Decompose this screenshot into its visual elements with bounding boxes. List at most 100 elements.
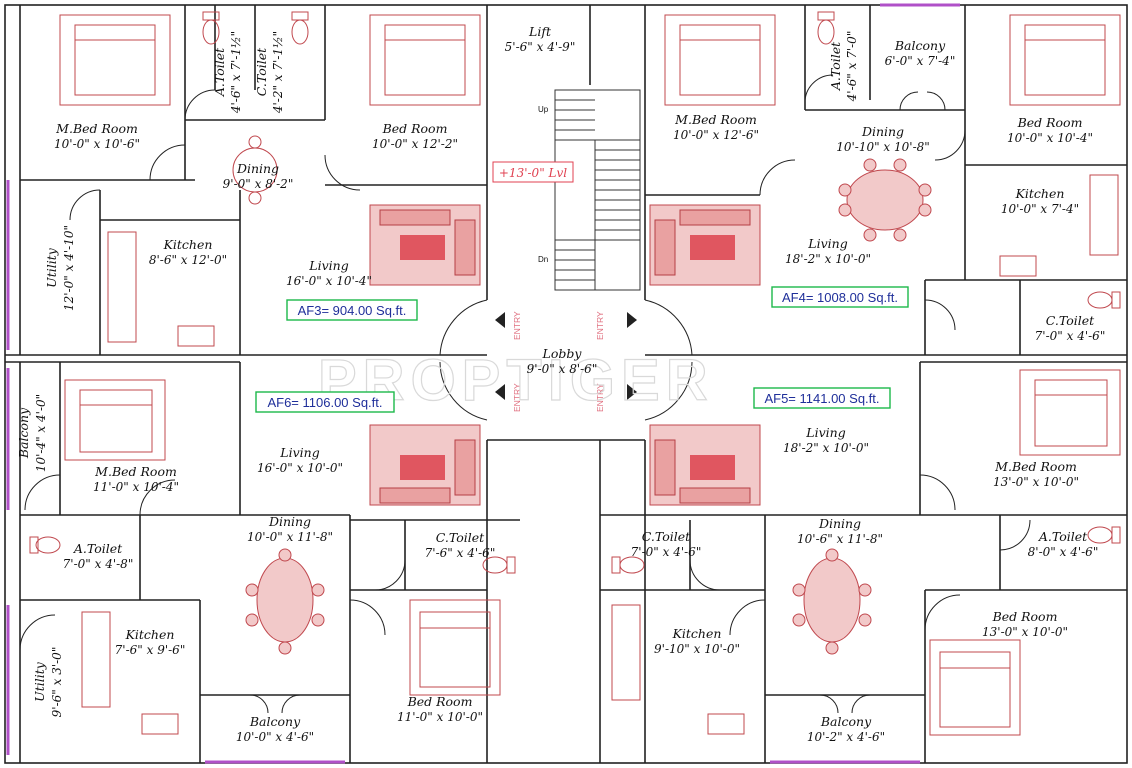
entry-arrow-icon (627, 384, 637, 400)
entry-arrow-icon (495, 312, 505, 328)
room-dimension: 10'-0" x 10'-6" (54, 137, 140, 151)
toilet-icon (817, 11, 835, 45)
stove-icon (707, 713, 745, 735)
area-labels: AF3= 904.00 Sq.ft. AF4= 1008.00 Sq.ft. A… (255, 286, 909, 413)
entry-label: ENTRY (512, 383, 522, 412)
bed-icon (409, 599, 501, 696)
room-dimension: 4'-2" x 7'-1½" (271, 31, 285, 114)
room-dimension: 13'-0" x 10'-0" (982, 625, 1068, 639)
toilet-icon (1087, 291, 1121, 309)
room-name: Kitchen (1015, 186, 1065, 201)
room-name: Dining (861, 124, 904, 139)
room-name: Living (807, 236, 847, 251)
area-af6: AF6= 1106.00 Sq.ft. (267, 395, 382, 410)
room-name: Bed Room (382, 121, 448, 136)
room-dimension: 9'-0" x 8'-6" (527, 362, 598, 376)
room-name: Bed Room (992, 609, 1058, 624)
dining-table-icon (245, 548, 325, 655)
room-dimension: 10'-0" x 10'-4" (1007, 131, 1093, 145)
room-name: C.Toilet (436, 530, 485, 545)
room-dimension: 4'-6" x 7'-1½" (229, 31, 243, 114)
room-name: Utility (32, 661, 47, 702)
room-dimension: 7'-6" x 9'-6" (115, 643, 186, 657)
room-dimension: 5'-6" x 4'-9" (505, 40, 576, 54)
room-dimension: 10'-0" x 4'-6" (236, 730, 314, 744)
entry-arrow-icon (627, 312, 637, 328)
room-name: C.Toilet (642, 529, 691, 544)
bed-icon (59, 14, 171, 106)
room-name: Kitchen (163, 237, 213, 252)
room-dimension: 9'-10" x 10'-0" (654, 642, 740, 656)
sofa-icon (369, 204, 481, 286)
room-name: M.Bed Room (55, 121, 138, 136)
room-name: Dining (268, 514, 311, 529)
room-dimension: 12'-0" x 4'-10" (62, 225, 76, 311)
room-name: Bed Room (1017, 115, 1083, 130)
room-name: C.Toilet (254, 47, 269, 96)
room-dimension: 13'-0" x 10'-0" (993, 475, 1079, 489)
room-dimension: 18'-2" x 10'-0" (785, 252, 871, 266)
room-name: A.Toilet (212, 47, 227, 97)
room-dimension: 18'-2" x 10'-0" (783, 441, 869, 455)
room-name: Living (805, 425, 845, 440)
door-swings (19, 74, 1031, 714)
toilet-icon (29, 536, 61, 554)
dining-table-icon (792, 548, 872, 655)
room-dimension: 8'-0" x 4'-6" (1028, 545, 1099, 559)
entry-label: ENTRY (595, 311, 605, 340)
room-name: Balcony (249, 714, 301, 729)
stair-down-label: Dn (538, 255, 548, 264)
stove-icon (999, 255, 1037, 277)
bed-icon (369, 14, 481, 106)
area-af5: AF5= 1141.00 Sq.ft. (764, 391, 879, 406)
level-marker: +13'-0" Lvl (492, 161, 574, 183)
entry-arrow-icon (495, 384, 505, 400)
toilet-icon (291, 11, 309, 45)
bed-icon (929, 639, 1021, 736)
room-dimension: 10'-0" x 11'-8" (247, 530, 333, 544)
lobby-doors: ENTRY ENTRY ENTRY ENTRY (439, 299, 693, 421)
room-name: C.Toilet (1046, 313, 1095, 328)
room-dimension: 6'-0" x 7'-4" (885, 54, 956, 68)
room-name: M.Bed Room (674, 112, 757, 127)
bed-icon (664, 14, 776, 106)
room-dimension: 7'-0" x 4'-6" (631, 545, 702, 559)
room-name: A.Toilet (828, 41, 843, 91)
room-name: Utility (44, 247, 59, 288)
stair-up-label: Up (538, 105, 549, 114)
room-name: Balcony (894, 38, 946, 53)
room-dimension: 10'-0" x 12'-2" (372, 137, 458, 151)
room-name: M.Bed Room (994, 459, 1077, 474)
area-af3: AF3= 904.00 Sq.ft. (298, 303, 407, 318)
walls (4, 4, 1128, 764)
room-dimension: 16'-0" x 10'-4" (286, 274, 372, 288)
room-name: Living (279, 445, 319, 460)
room-dimension: 4'-6" x 7'-0" (845, 31, 859, 103)
room-dimension: 10'-4" x 4'-0" (34, 394, 48, 472)
stove-icon (141, 713, 179, 735)
bed-icon (64, 379, 166, 461)
sofa-icon (369, 424, 481, 506)
toilet-icon (611, 556, 645, 574)
room-name: A.Toilet (1038, 529, 1088, 544)
room-dimension: 10'-2" x 4'-6" (807, 730, 885, 744)
room-dimension: 9'-0" x 8'-2" (223, 177, 294, 191)
room-labels: M.Bed Room 10'-0" x 10'-6" A.Toilet 4'-6… (16, 24, 1105, 744)
room-name: Bed Room (407, 694, 473, 709)
toilet-icon (1087, 526, 1121, 544)
stove-icon (177, 325, 215, 347)
room-name: Dining (236, 161, 279, 176)
sofa-icon (649, 424, 761, 506)
entry-label: ENTRY (512, 311, 522, 340)
entry-label: ENTRY (595, 383, 605, 412)
room-dimension: 8'-6" x 12'-0" (149, 253, 227, 267)
sofa-icon (649, 204, 761, 286)
room-name: Lift (528, 24, 552, 39)
bed-icon (1009, 14, 1121, 106)
room-dimension: 11'-0" x 10'-0" (397, 710, 483, 724)
room-dimension: 7'-6" x 4'-6" (425, 546, 496, 560)
room-name: A.Toilet (73, 541, 123, 556)
room-dimension: 9'-6" x 3'-0" (50, 647, 64, 718)
room-name: Lobby (542, 346, 583, 361)
